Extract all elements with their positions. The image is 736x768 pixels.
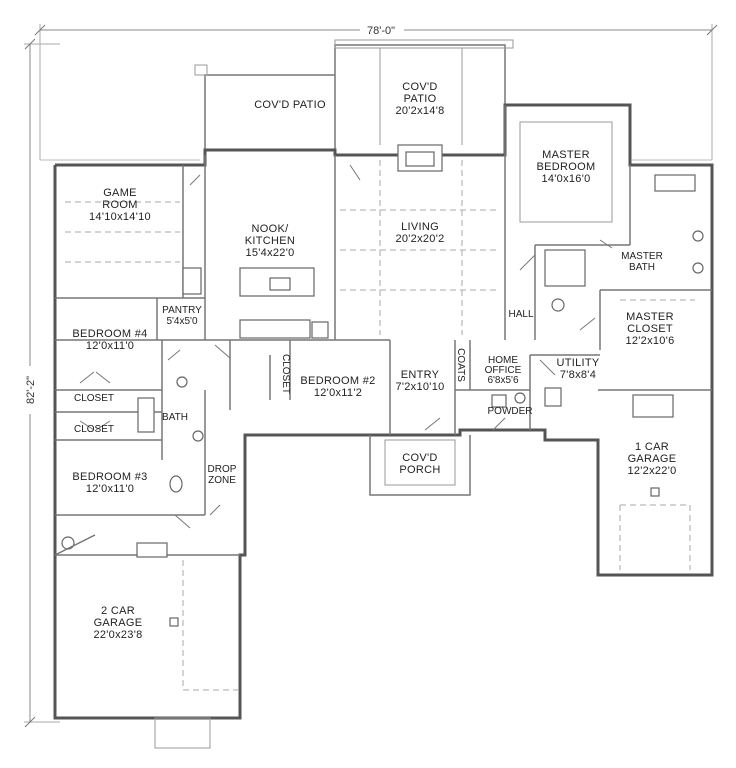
dimension-lines — [22, 22, 718, 728]
pantry-size: 5'4x5'0 — [166, 316, 198, 327]
tray-ceiling — [519, 121, 613, 223]
closet-b3-label: CLOSET — [74, 424, 114, 435]
bedroom4-size: 12'0x11'0 — [86, 340, 134, 352]
closet-b2-label: CLOSET — [280, 354, 291, 394]
garage-2car-size: 22'0x23'8 — [93, 629, 142, 641]
entry-label: ENTRY — [401, 369, 440, 381]
master-closet-size: 12'2x10'6 — [625, 335, 674, 347]
powder-label: POWDER — [488, 406, 533, 417]
door-swings — [79, 164, 613, 529]
home-office-label-1: HOME — [488, 355, 518, 366]
covered-patio-left-outline — [194, 64, 335, 155]
game-room-label-2: ROOM — [102, 199, 137, 211]
drop-zone-label-1: DROP — [208, 464, 237, 475]
master-bedroom-size: 14'0x16'0 — [541, 173, 590, 185]
overall-width-dimension: 78'-0" — [367, 25, 395, 37]
utility-size: 7'8x8'4 — [560, 369, 596, 381]
master-closet-label-1: MASTER — [626, 311, 674, 323]
garage-2car-door-outline — [154, 717, 211, 749]
garage-1car-size: 12'2x22'0 — [627, 465, 676, 477]
pantry-label: PANTRY — [162, 305, 202, 316]
master-bath-fixtures — [544, 174, 704, 312]
garage-2car-label-1: 2 CAR — [101, 605, 135, 617]
master-bedroom-label-1: MASTER — [542, 149, 590, 161]
master-bath-label-2: BATH — [629, 262, 655, 273]
nook-kitchen-label-2: KITCHEN — [245, 235, 295, 247]
covd-patio-center-size: 20'2x14'8 — [395, 105, 444, 117]
home-office-label-2: OFFICE — [485, 365, 522, 376]
master-bedroom-label-2: BEDROOM — [537, 161, 596, 173]
garage-1car-label-2: GARAGE — [628, 453, 677, 465]
covd-porch-label-1: COV'D — [402, 452, 437, 464]
bath-label: BATH — [162, 412, 188, 423]
home-office-size: 6'8x5'6 — [487, 375, 519, 386]
nook-kitchen-size: 15'4x22'0 — [245, 247, 294, 259]
bedroom3-label: BEDROOM #3 — [72, 471, 147, 483]
closet-b4-label: CLOSET — [74, 393, 114, 404]
covd-patio-left-label: COV'D PATIO — [254, 99, 326, 111]
covd-patio-center-label-1: COV'D — [402, 81, 437, 93]
covered-patio-center-outline — [334, 39, 514, 155]
master-closet-label-2: CLOSET — [627, 323, 673, 335]
bedroom3-size: 12'0x11'0 — [86, 483, 134, 495]
covd-patio-center-label-2: PATIO — [404, 93, 437, 105]
drop-zone-label-2: ZONE — [208, 475, 236, 486]
coats-label: COATS — [455, 348, 466, 382]
porch-outline — [369, 435, 471, 496]
hall-label: HALL — [508, 309, 533, 320]
garage-1car-label-1: 1 CAR — [635, 441, 669, 453]
master-bath-label-1: MASTER — [621, 251, 663, 262]
bedroom2-size: 12'0x11'2 — [314, 387, 362, 399]
exterior-walls — [53, 103, 714, 720]
garage-2car-label-2: GARAGE — [94, 617, 143, 629]
bedroom4-label: BEDROOM #4 — [72, 328, 147, 340]
bedroom2-label: BEDROOM #2 — [300, 375, 375, 387]
living-label: LIVING — [401, 221, 439, 233]
game-room-size: 14'10x14'10 — [89, 211, 151, 223]
fireplace — [397, 144, 443, 172]
ceiling-lines — [65, 160, 695, 691]
interior-walls — [55, 105, 712, 556]
kitchen-island — [182, 267, 329, 339]
living-size: 20'2x20'2 — [395, 233, 444, 245]
overall-depth-dimension: 82'-2" — [25, 376, 37, 404]
utility-label: UTILITY — [556, 357, 599, 369]
entry-size: 7'2x10'10 — [395, 381, 444, 393]
fixtures — [61, 376, 674, 627]
game-room-label-1: GAME — [103, 187, 137, 199]
covd-porch-label-2: PORCH — [399, 464, 440, 476]
nook-kitchen-label-1: NOOK/ — [252, 223, 290, 235]
